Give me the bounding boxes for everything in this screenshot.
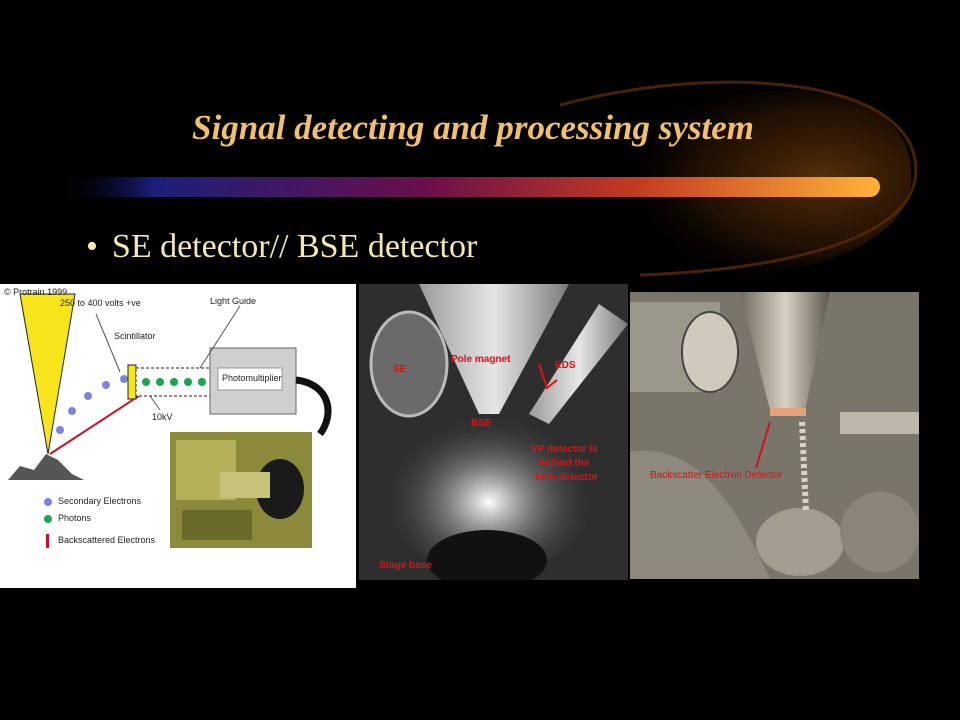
kv-label: 10kV xyxy=(152,412,173,422)
se-detector-diagram: © Protrain 1999 250 to 400 volts +ve Lig… xyxy=(0,284,356,588)
scintillator-label: Scintillator xyxy=(114,331,156,341)
bse-detector-photo: Backscatter Electron Detector xyxy=(630,292,919,579)
bse-label: BSE xyxy=(471,418,492,429)
se-diagram-graphic xyxy=(8,293,332,548)
bse-photo-graphic xyxy=(630,292,919,579)
vp-detector-label-2: behind the xyxy=(539,458,590,469)
legend-se-marker xyxy=(44,498,52,506)
eds-label: EDS xyxy=(555,360,576,371)
legend-photon-marker xyxy=(44,515,52,523)
legend-bse-marker xyxy=(46,534,49,548)
slide-title: Signal detecting and processing system xyxy=(192,108,754,147)
legend-bse-label: Backscattered Electrons xyxy=(58,535,156,545)
chamber-photo-graphic xyxy=(359,284,628,580)
stage-base-label: Stage base xyxy=(379,560,432,571)
legend-photon-label: Photons xyxy=(58,513,92,523)
light-guide-label: Light Guide xyxy=(210,296,257,306)
bullet-text: SE detector// BSE detector xyxy=(111,228,478,265)
se-label: SE xyxy=(393,364,407,375)
vp-detector-label-3: EDS detector xyxy=(535,472,598,483)
bullet-glyph: • xyxy=(86,228,98,265)
photomultiplier-label: Photomultiplier xyxy=(222,373,282,383)
pole-magnet-label: Pole magnet xyxy=(451,354,511,365)
vp-detector-label-1: VP detector is xyxy=(531,444,598,455)
voltage-label: 250 to 400 volts +ve xyxy=(60,298,141,308)
chamber-photo: SE Pole magnet EDS BSE VP detector is be… xyxy=(359,284,628,580)
legend-se-label: Secondary Electrons xyxy=(58,496,142,506)
bse-detector-label: Backscatter Electron Detector xyxy=(650,470,783,481)
bullet-item: • SE detector// BSE detector xyxy=(86,228,477,266)
copyright-label: © Protrain 1999 xyxy=(4,287,68,297)
